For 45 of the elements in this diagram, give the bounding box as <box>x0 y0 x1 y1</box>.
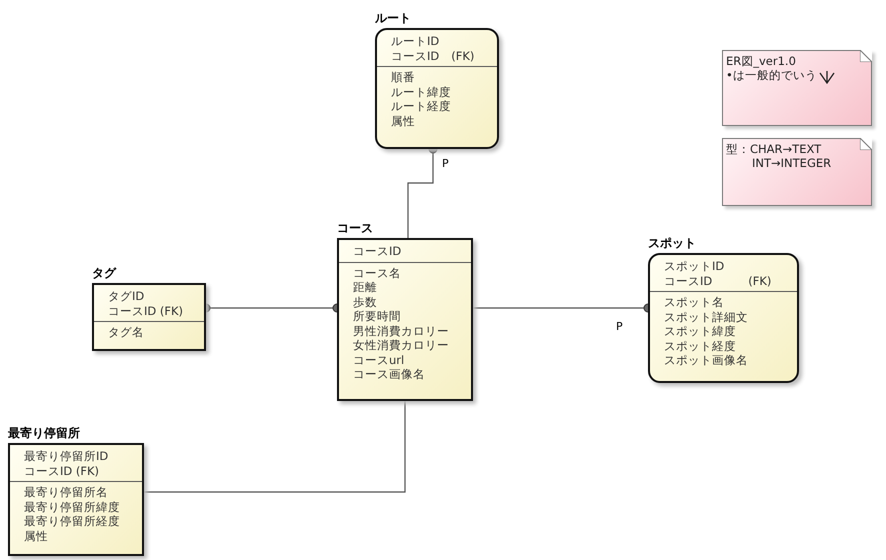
note-text: 型：CHAR→TEXT <box>726 142 822 156</box>
attribute-text: タグ名 <box>108 325 144 339</box>
note-text: •は一般的でいう <box>726 68 817 82</box>
attribute-text: ルート経度 <box>391 99 451 113</box>
attribute-text: 男性消費カロリー <box>353 324 449 338</box>
attribute-text: スポット緯度 <box>664 324 736 338</box>
attribute-text: 順番 <box>391 70 415 84</box>
edge-label: P <box>441 158 450 170</box>
attribute-text: コースurl <box>353 352 404 366</box>
attribute-text: コース名 <box>353 266 401 280</box>
note-text: INT→INTEGER <box>752 156 832 170</box>
attribute-text: スポット経度 <box>664 338 736 352</box>
attribute-text: スポットID <box>664 259 724 273</box>
attribute-text: スポット画像名 <box>664 353 748 367</box>
relationship-line <box>144 401 406 493</box>
attribute-text: 最寄り停留所経度 <box>24 514 120 528</box>
attribute-text: 属性 <box>24 528 48 542</box>
attribute-text: 最寄り停留所ID <box>24 449 108 463</box>
attribute-text: スポット名 <box>664 295 724 309</box>
note-text: ER図_ver1.0 <box>726 54 796 68</box>
attribute-text: コースID <box>353 244 402 258</box>
attribute-text: ルート緯度 <box>391 84 451 98</box>
attribute-text: スポット詳細文 <box>664 310 748 324</box>
attribute-text: コースID (FK) <box>391 48 474 62</box>
attribute-text: 最寄り停留所名 <box>24 485 108 499</box>
edge-label: P <box>615 321 624 333</box>
entity-name: 最寄り停留所 <box>8 426 80 440</box>
attribute-text: コースID (FK) <box>24 464 100 478</box>
attribute-text: 属性 <box>391 114 415 128</box>
attribute-text: 女性消費カロリー <box>353 338 449 352</box>
note-box <box>722 50 872 126</box>
attribute-text: 所要時間 <box>353 309 401 323</box>
attribute-text: 最寄り停留所緯度 <box>24 500 120 514</box>
entity-name: ルート <box>375 11 411 25</box>
attribute-text: ルートID <box>391 34 440 48</box>
attribute-text: コースID (FK) <box>108 304 184 318</box>
attribute-text: コースID (FK) <box>664 274 772 288</box>
entity-name: タグ <box>92 266 116 280</box>
entity-name: スポット <box>648 236 696 250</box>
attribute-text: 距離 <box>353 280 377 294</box>
attribute-text: コース画像名 <box>353 367 425 381</box>
attribute-text: タグID <box>108 289 144 303</box>
attribute-text: 歩数 <box>353 294 377 308</box>
entity-name: コース <box>337 221 373 235</box>
note-box <box>722 138 872 206</box>
